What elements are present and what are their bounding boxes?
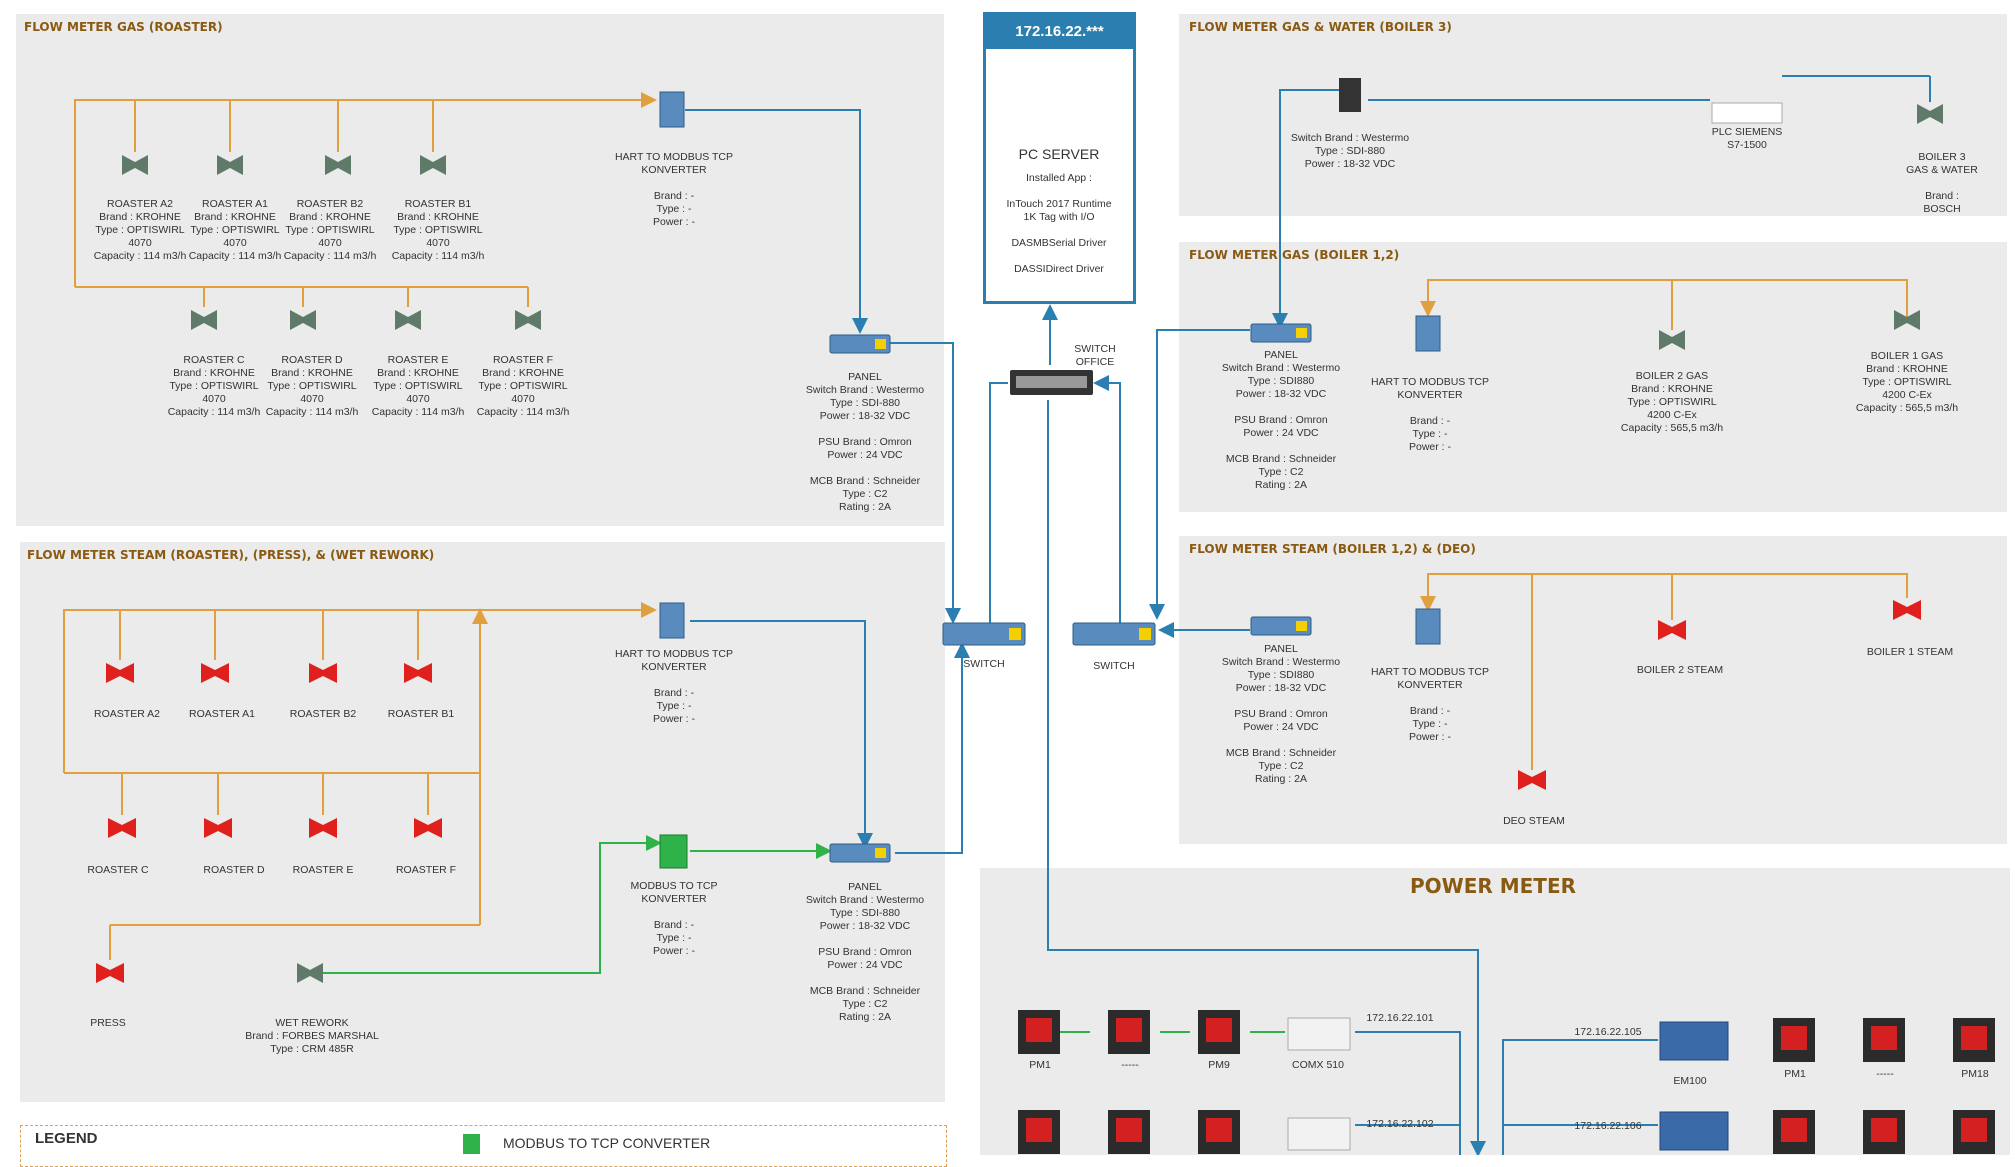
ip-label: 172.16.22.105 xyxy=(1574,1026,1642,1038)
ip-label: 172.16.22.106 xyxy=(1574,1120,1642,1132)
boiler1-steam-label: BOILER 1 STEAM xyxy=(1866,646,1954,658)
meter-label: ROASTER D xyxy=(203,864,265,876)
modbus-converter-icon xyxy=(659,834,688,869)
meter-label: ROASTER A2 Brand : KROHNE Type : OPTISWI… xyxy=(93,198,187,262)
server-details: Installed App : InTouch 2017 Runtime 1K … xyxy=(1006,172,1112,275)
boiler2-gas-label: BOILER 2 GAS Brand : KROHNE Type : OPTIS… xyxy=(1620,370,1724,434)
panel-boiler3 xyxy=(1179,14,2007,216)
meter-label: ROASTER E xyxy=(292,864,354,876)
title-gas-boiler: FLOW METER GAS (BOILER 1,2) xyxy=(1189,248,1400,262)
title-power-meter: POWER METER xyxy=(1410,874,1577,898)
plc-icon xyxy=(1711,102,1783,124)
legend-title: LEGEND xyxy=(35,1130,98,1147)
boiler3-label: BOILER 3 GAS & WATER Brand : BOSCH xyxy=(1906,151,1978,215)
power-meter-icons xyxy=(1018,1010,1995,1154)
server-name: PC SERVER xyxy=(1018,146,1100,162)
panel-steam-boiler xyxy=(1179,536,2007,844)
title-boiler3: FLOW METER GAS & WATER (BOILER 3) xyxy=(1189,20,1452,34)
meter-label: ROASTER A2 xyxy=(94,708,160,720)
westermo-switch-icon xyxy=(1339,78,1361,112)
meter-label: ROASTER C Brand : KROHNE Type : OPTISWIR… xyxy=(167,354,261,418)
em100-label: EM100 xyxy=(1673,1075,1707,1087)
panel-label: PANEL Switch Brand : Westermo Type : SDI… xyxy=(805,371,925,513)
switch-left-label: SWITCH xyxy=(963,658,1005,670)
pm-label: PM18 xyxy=(1961,1068,1989,1080)
gas-flow-meters xyxy=(122,104,1943,983)
steam-flow-meters xyxy=(96,600,1921,983)
meter-label: ROASTER B1 Brand : KROHNE Type : OPTISWI… xyxy=(391,198,485,262)
meter-label: ROASTER B2 xyxy=(289,708,357,720)
deo-steam-label: DEO STEAM xyxy=(1503,815,1565,827)
panel-label: PANEL Switch Brand : Westermo Type : SDI… xyxy=(1221,643,1341,785)
title-gas-roaster: FLOW METER GAS (ROASTER) xyxy=(24,20,223,34)
pm-label: PM1 xyxy=(1784,1068,1806,1080)
comx-icon xyxy=(1287,1017,1351,1051)
ip-label: 172.16.22.102 xyxy=(1366,1118,1434,1130)
wet-rework-label: WET REWORK Brand : FORBES MARSHAL Type :… xyxy=(245,1017,379,1055)
hart-label: HART TO MODBUS TCP KONVERTER Brand : - T… xyxy=(614,648,734,725)
panel-power-meter xyxy=(980,868,2010,1155)
legend-modbus-label: MODBUS TO TCP CONVERTER xyxy=(503,1135,711,1151)
title-steam-roaster: FLOW METER STEAM (ROASTER), (PRESS), & (… xyxy=(27,548,435,562)
hart-converter-icon xyxy=(659,602,685,639)
hart-label: HART TO MODBUS TCP KONVERTER Brand : - T… xyxy=(1370,666,1490,743)
meter-label: ROASTER B1 xyxy=(387,708,455,720)
meter-label: ROASTER F Brand : KROHNE Type : OPTISWIR… xyxy=(476,354,570,418)
em100-icon xyxy=(1659,1111,1729,1151)
plc-label: PLC SIEMENS S7-1500 xyxy=(1711,126,1783,151)
press-label: PRESS xyxy=(90,1017,126,1029)
server-ip: 172.16.22.*** xyxy=(986,15,1133,49)
hart-label: HART TO MODBUS TCP KONVERTER Brand : - T… xyxy=(614,151,734,228)
pm-label: PM9 xyxy=(1208,1059,1230,1071)
switch-label: Switch Brand : Westermo Type : SDI-880 P… xyxy=(1290,132,1410,170)
meter-label: ROASTER E Brand : KROHNE Type : OPTISWIR… xyxy=(371,354,465,418)
boiler1-gas-label: BOILER 1 GAS Brand : KROHNE Type : OPTIS… xyxy=(1855,350,1959,414)
hart-converter-icon xyxy=(659,91,685,128)
switch-right-label: SWITCH xyxy=(1093,660,1135,672)
pm-label: ----- xyxy=(1121,1059,1139,1071)
comx-label: COMX 510 xyxy=(1292,1059,1344,1071)
meter-label: ROASTER C xyxy=(87,864,149,876)
pm-label: PM1 xyxy=(1029,1059,1051,1071)
meter-label: ROASTER A1 xyxy=(189,708,255,720)
legend: LEGEND MODBUS TO TCP CONVERTER xyxy=(20,1125,947,1167)
panel-label: PANEL Switch Brand : Westermo Type : SDI… xyxy=(805,881,925,1023)
meter-label: ROASTER D Brand : KROHNE Type : OPTISWIR… xyxy=(265,354,359,418)
panel-steam-roaster xyxy=(20,542,945,1102)
ip-label: 172.16.22.101 xyxy=(1366,1012,1434,1024)
switch-icon xyxy=(1072,622,1156,646)
title-steam-boiler: FLOW METER STEAM (BOILER 1,2) & (DEO) xyxy=(1189,542,1476,556)
boiler2-steam-label: BOILER 2 STEAM xyxy=(1636,664,1724,676)
pm-label: ----- xyxy=(1876,1068,1894,1080)
hart-converter-icon xyxy=(1415,315,1441,352)
hart-converter-icon xyxy=(1415,608,1441,645)
legend-modbus-swatch xyxy=(463,1134,480,1154)
comx-icon xyxy=(1287,1117,1351,1151)
switch-icon xyxy=(942,622,1026,646)
panel-label: PANEL Switch Brand : Westermo Type : SDI… xyxy=(1221,349,1341,491)
meter-label: ROASTER B2 Brand : KROHNE Type : OPTISWI… xyxy=(283,198,377,262)
modbus-label: MODBUS TO TCP KONVERTER Brand : - Type :… xyxy=(630,880,718,957)
panel-gas-boiler xyxy=(1179,242,2007,512)
switch-office-label: SWITCH OFFICE xyxy=(1074,343,1116,368)
em100-icon xyxy=(1659,1021,1729,1061)
meter-label: ROASTER A1 Brand : KROHNE Type : OPTISWI… xyxy=(188,198,282,262)
pc-server-box: 172.16.22.*** xyxy=(983,12,1136,304)
meter-label: ROASTER F xyxy=(395,864,457,876)
hart-label: HART TO MODBUS TCP KONVERTER Brand : - T… xyxy=(1370,376,1490,453)
